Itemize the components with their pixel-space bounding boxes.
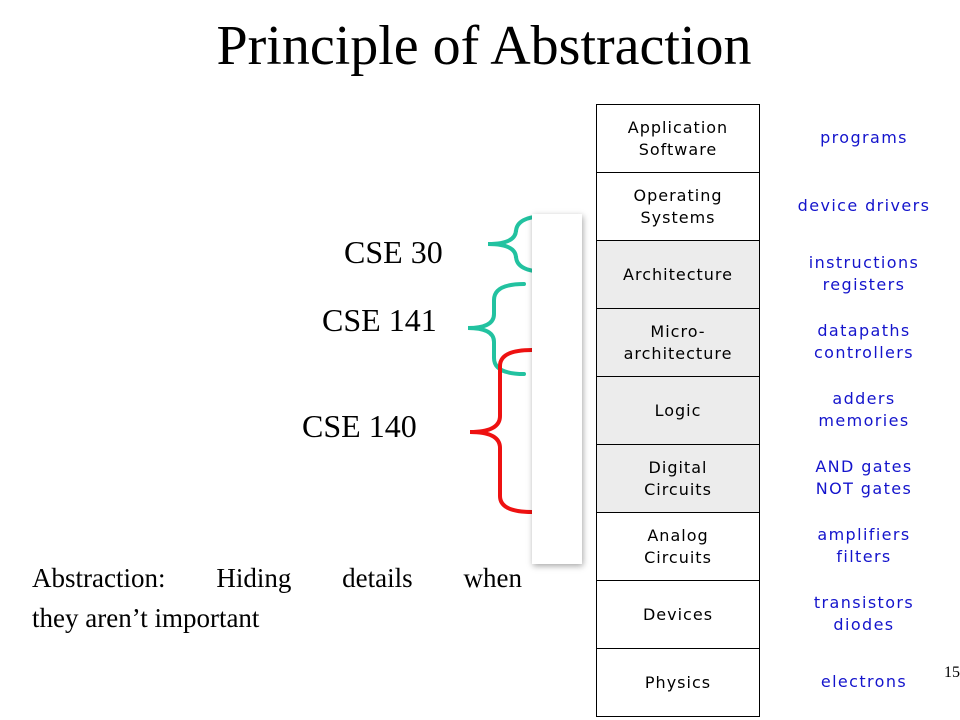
layer-description: programs [820,128,908,147]
layer-description: instructions registers [808,253,920,294]
layer-box: Physics [597,649,759,717]
layer-box: Micro- architecture [597,309,759,377]
layer-description: transistors diodes [813,593,915,634]
layer-box: Digital Circuits [597,445,759,513]
course-label-cse30: CSE 30 [344,234,443,270]
course-label-cse140: CSE 140 [302,408,417,444]
slide-title: Principle of Abstraction [216,15,752,77]
abstraction-caption: Abstraction: Hiding details when they ar… [32,558,522,638]
layer-description: AND gates NOT gates [815,457,913,498]
layer-description: datapaths controllers [813,321,915,362]
layer-box: Architecture [597,241,759,309]
layer-box: Analog Circuits [597,513,759,581]
layer-description: electrons [820,672,908,691]
bracket-cse140 [469,348,534,514]
caption-line-2: they aren’t important [32,603,260,633]
layer-box: Operating Systems [597,173,759,241]
course-label-cse141: CSE 141 [322,302,437,338]
bracket-cse30 [487,214,550,274]
layer-box: Logic [597,377,759,445]
layer-description: adders memories [818,389,910,430]
layer-box: Devices [597,581,759,649]
caption-line-1: Abstraction: Hiding details when [32,563,522,593]
layer-box: Application Software [597,105,759,173]
layer-description: device drivers [797,196,931,215]
shadow-panel [532,214,582,564]
bracket-cse141 [467,282,526,376]
layer-description: amplifiers filters [817,525,911,566]
page-number: 15 [944,664,960,681]
